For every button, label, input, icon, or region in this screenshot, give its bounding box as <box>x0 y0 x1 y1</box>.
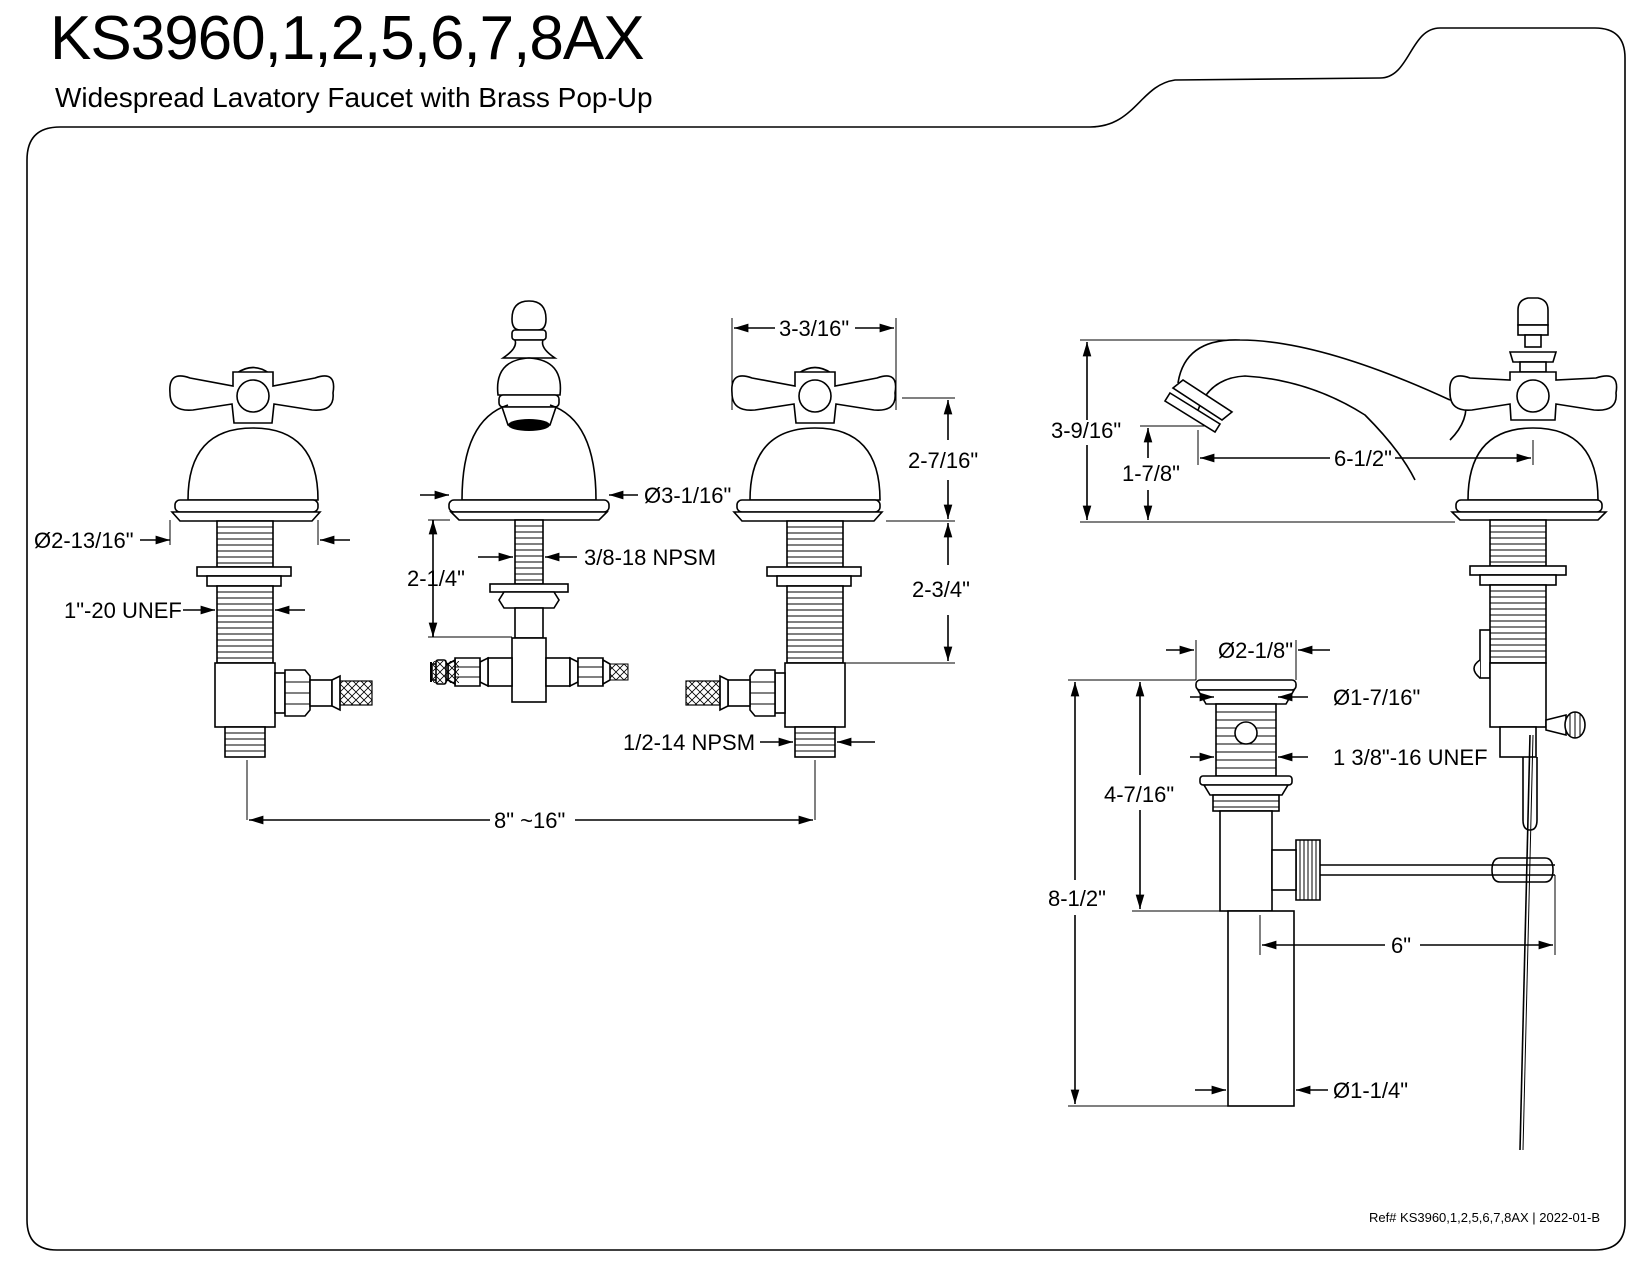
label-handle-base-dia: Ø2-13/16" <box>34 528 134 553</box>
label-drain-body-length: 4-7/16" <box>1104 782 1174 807</box>
label-spout-reach: 6-1/2" <box>1334 446 1392 471</box>
label-drain-total-length: 8-1/2" <box>1048 886 1106 911</box>
label-center-spread: 8" ~16" <box>494 808 565 833</box>
label-shank-length-center: 2-1/4" <box>407 566 465 591</box>
pop-up-drain <box>1195 679 1555 1107</box>
right-handle-valve <box>685 366 897 758</box>
label-spout-outlet-height: 1-7/8" <box>1122 461 1180 486</box>
frame-border <box>26 27 1626 1251</box>
label-tailpiece-dia: Ø1-1/4" <box>1333 1078 1408 1103</box>
page-subtitle: Widespread Lavatory Faucet with Brass Po… <box>55 82 653 113</box>
reference-number: Ref# KS3960,1,2,5,6,7,8AX | 2022-01-B <box>1368 1210 1600 1225</box>
left-handle-valve <box>169 366 373 758</box>
label-spout-height: 3-9/16" <box>1051 418 1121 443</box>
label-handle-width: 3-3/16" <box>779 316 849 341</box>
center-spout <box>430 300 629 703</box>
label-valve-outlet: 1/2-14 NPSM <box>623 730 755 755</box>
label-handle-height: 2-7/16" <box>908 448 978 473</box>
label-supply-thread: 3/8-18 NPSM <box>584 545 716 570</box>
dimension-lines <box>140 318 1556 1107</box>
side-view-faucet <box>1163 297 1618 1151</box>
label-rod-length: 6" <box>1391 933 1411 958</box>
label-shank-length-right: 2-3/4" <box>912 577 970 602</box>
label-drain-thread: 1 3/8"-16 UNEF <box>1333 745 1488 770</box>
label-stopper-dia: Ø1-7/16" <box>1333 685 1420 710</box>
label-spout-base-dia: Ø3-1/16" <box>644 483 731 508</box>
label-stem-thread: 1"-20 UNEF <box>64 598 182 623</box>
label-flange-dia: Ø2-1/8" <box>1218 638 1293 663</box>
page-title: KS3960,1,2,5,6,7,8AX <box>50 4 645 73</box>
